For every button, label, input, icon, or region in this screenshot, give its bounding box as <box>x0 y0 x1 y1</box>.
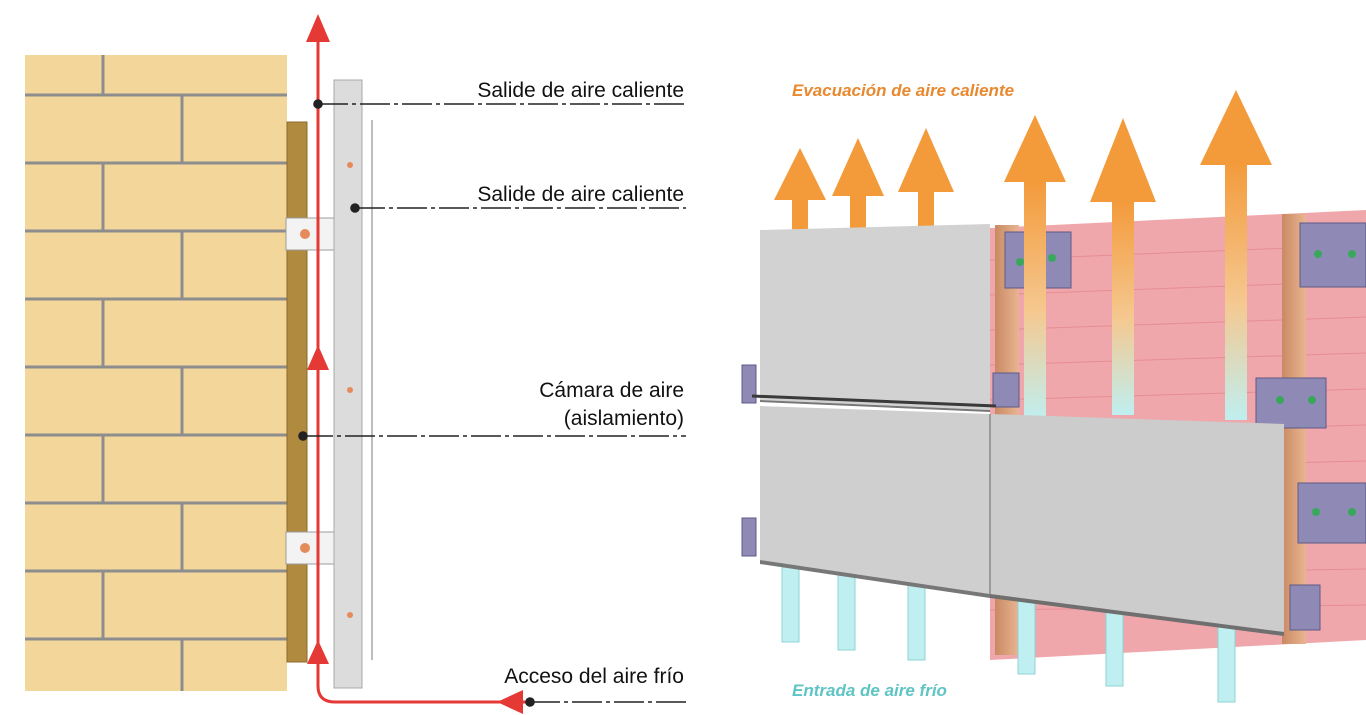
hot-air-exhaust-arrow <box>1004 115 1066 420</box>
cold-air-inlet-label: Entrada de aire frío <box>792 681 947 700</box>
cladding-panel <box>333 79 363 689</box>
label-hot-air-outlet-top: Salide de aire caliente <box>477 79 684 102</box>
hot-air-exhaust-arrow <box>1090 118 1156 415</box>
anchor-bracket <box>741 517 757 557</box>
cladding-panel <box>989 414 1284 636</box>
hot-air-evacuation-label: Evacuación de aire caliente <box>792 81 1014 100</box>
anchor-bracket <box>1297 482 1366 544</box>
right-section-diagram: Evacuación de aire caliente Entrada de a… <box>741 81 1366 703</box>
hot-air-exhaust-arrow <box>898 128 954 236</box>
airflow-path <box>306 14 530 714</box>
cladding-panel <box>760 406 990 598</box>
anchor-bracket <box>992 372 1020 408</box>
anchor-bracket <box>741 364 757 404</box>
anchor-bracket <box>285 531 343 565</box>
label-air-chamber: Cámara de aire <box>539 379 684 402</box>
insulation-layer <box>287 122 307 662</box>
anchor-bracket <box>1255 377 1327 429</box>
label-insulation: (aislamiento) <box>564 407 684 430</box>
hot-air-exhaust-arrow <box>774 148 826 236</box>
hot-air-exhaust-arrow <box>832 138 884 236</box>
anchor-bracket <box>1289 584 1321 631</box>
hot-air-exhaust-arrow <box>1200 90 1272 420</box>
anchor-bracket <box>285 217 343 251</box>
left-section-diagram: Salide de aire caliente Salide de aire c… <box>25 14 686 714</box>
anchor-bracket <box>1299 222 1366 288</box>
label-cold-air-inlet: Acceso del aire frío <box>504 665 684 688</box>
brick-wall <box>25 55 287 691</box>
cladding-panel <box>760 224 990 412</box>
label-hot-air-outlet-second: Salide de aire caliente <box>477 183 684 206</box>
